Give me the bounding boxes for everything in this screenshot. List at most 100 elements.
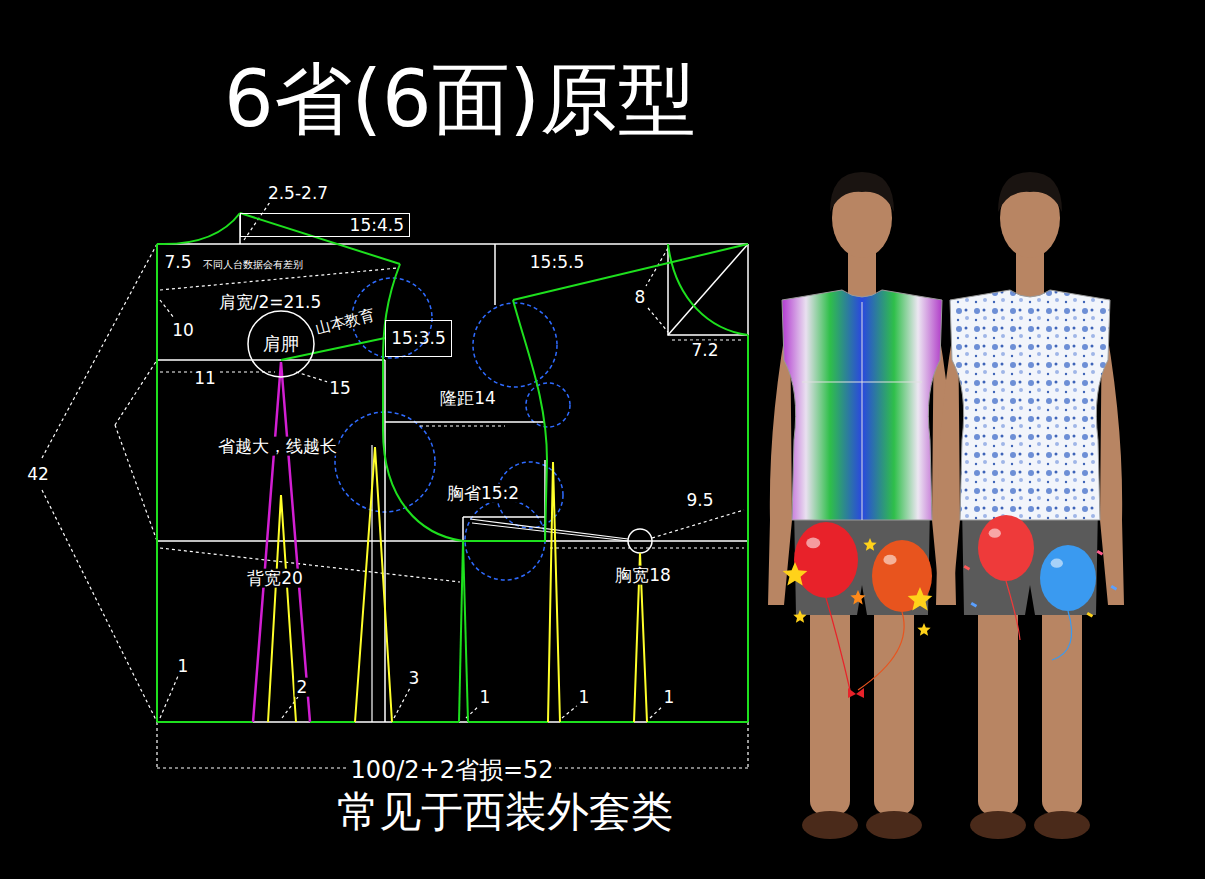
balloon	[1040, 545, 1096, 611]
diagram-title: 6省(6面)原型	[224, 57, 696, 143]
chest-line	[157, 540, 748, 542]
star	[793, 610, 806, 623]
vest-seam	[802, 302, 922, 520]
vest	[950, 290, 1110, 520]
construction-line	[472, 523, 628, 541]
dimension-label: 7.5	[162, 253, 193, 272]
star	[908, 587, 933, 611]
guide-circle	[473, 303, 557, 387]
construction-line	[157, 359, 385, 361]
leader-line	[160, 300, 174, 318]
front-shoulder-line	[513, 244, 748, 300]
hem-line	[560, 721, 634, 723]
dimension-line	[160, 268, 398, 290]
balloon-highlight	[806, 538, 820, 549]
leg	[810, 600, 850, 815]
construction-line	[157, 243, 748, 245]
construction-line	[462, 517, 464, 541]
balloon-highlight	[1051, 559, 1063, 568]
hem-line	[647, 721, 748, 723]
star	[863, 538, 876, 551]
circle-outline-shape	[248, 311, 314, 377]
ratio-box: 15:3.5	[385, 320, 452, 357]
leg	[978, 600, 1018, 815]
vest	[782, 290, 942, 520]
shoe	[970, 811, 1026, 839]
star	[783, 562, 808, 586]
dimension-label: 1	[662, 688, 677, 707]
construction-line	[385, 421, 545, 423]
front-edge	[747, 335, 749, 722]
balloon-highlight	[989, 529, 1001, 538]
balloon	[794, 522, 858, 598]
mannequin-figure	[936, 172, 1124, 839]
balloon	[872, 540, 932, 612]
hair	[830, 172, 894, 212]
balloon-highlight	[883, 555, 896, 565]
leader-line	[160, 676, 178, 718]
dimension-label: 胸省15:2	[445, 484, 521, 503]
shoe	[1034, 811, 1090, 839]
leader-line	[562, 705, 578, 718]
dimension-label: 1	[478, 688, 493, 707]
dimension-line	[115, 360, 157, 425]
dimension-label: 隆距14	[438, 389, 498, 408]
dimension-label: 省越大，线越长	[216, 437, 339, 456]
construction-line	[747, 244, 749, 335]
hem-line	[310, 721, 355, 723]
dimension-label: 1	[577, 688, 592, 707]
marker-circle: 肩胛	[247, 310, 315, 378]
dimension-line	[42, 244, 157, 458]
dimension-line	[420, 426, 505, 427]
hair	[998, 172, 1062, 212]
construction-line	[668, 244, 748, 335]
bust-point-circle	[628, 529, 652, 553]
dimension-label: 42	[25, 465, 51, 484]
star	[850, 590, 865, 604]
dimension-label: 11	[192, 369, 218, 388]
balloon-string	[826, 598, 850, 690]
dimension-label: 8	[633, 288, 648, 307]
balloon	[978, 515, 1034, 581]
shoe	[802, 811, 858, 839]
dimension-line	[160, 548, 460, 582]
dimension-label: 9.5	[684, 491, 715, 510]
leader-line	[394, 688, 410, 718]
dimension-line	[550, 547, 744, 548]
confetti	[1087, 612, 1094, 618]
balloon-string	[1052, 611, 1072, 660]
balloon-string	[1006, 581, 1020, 640]
confetti	[1111, 585, 1118, 591]
dart	[253, 362, 310, 722]
dimension-label: 背宽20	[245, 569, 305, 588]
leader-line	[296, 372, 328, 382]
dimension-line	[156, 722, 157, 768]
guide-circle	[526, 383, 570, 427]
side-seam	[463, 541, 468, 722]
dimension-label: 3	[407, 669, 422, 688]
star	[917, 623, 930, 636]
dimension-label: 肩宽/2=21.5	[217, 293, 324, 312]
dimension-label: 2	[295, 678, 310, 697]
dart	[548, 462, 560, 722]
shorts	[962, 505, 1098, 615]
dimension-label: 1	[176, 657, 191, 676]
node-text: 15:3.5	[391, 329, 445, 348]
dimension-label: 100/2+2省损=52	[348, 757, 555, 783]
construction-line	[494, 244, 496, 305]
back-neck-curve	[157, 213, 240, 244]
mannequin-figure	[768, 172, 956, 839]
confetti	[1097, 550, 1104, 556]
dimension-label: 15	[327, 379, 353, 398]
construction-line	[463, 516, 545, 518]
dimension-label: 15:5.5	[528, 253, 586, 272]
pattern-outline	[156, 244, 158, 722]
hem-line	[392, 721, 459, 723]
ratio-box: 15:4.5	[240, 213, 410, 237]
hem-line	[468, 721, 548, 723]
dimension-label: 不同人台数据会有差别	[201, 259, 305, 270]
dimension-line	[42, 490, 157, 722]
leader-line	[648, 308, 668, 332]
node-text: 15:4.5	[350, 216, 409, 235]
